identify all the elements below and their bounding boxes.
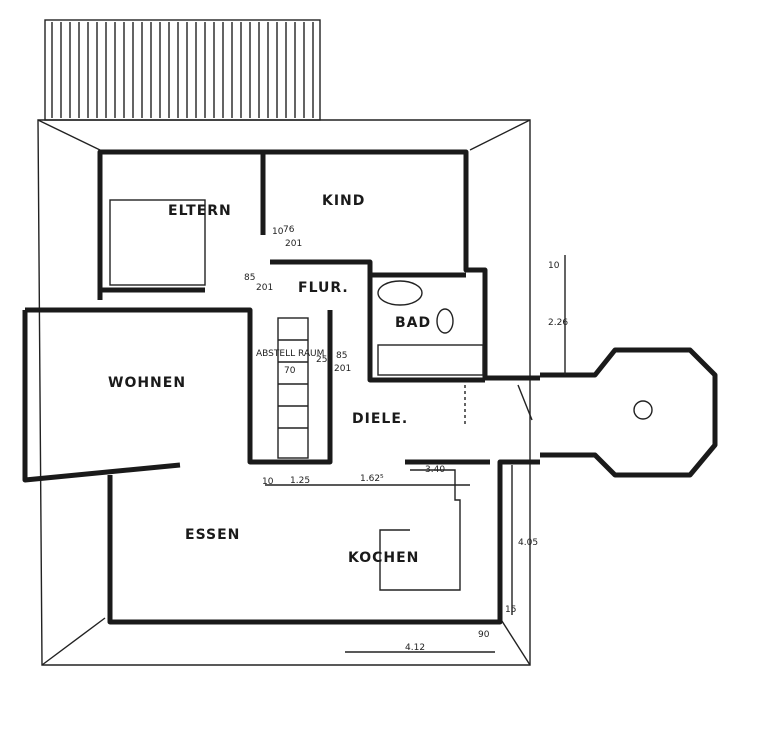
walls bbox=[22, 149, 718, 625]
room-label-eltern: ELTERN bbox=[168, 203, 232, 219]
kitchen-counter bbox=[379, 469, 461, 591]
sink bbox=[377, 280, 423, 306]
bed bbox=[109, 199, 206, 286]
table bbox=[633, 400, 653, 420]
dimension-label: 2.26 bbox=[548, 318, 568, 328]
dimension-label: 201 bbox=[285, 239, 302, 249]
dimension-label: 3.40 bbox=[425, 465, 445, 475]
dimension-label: 25 bbox=[316, 355, 327, 365]
dimension-label: 90 bbox=[478, 630, 490, 640]
roof-edge bbox=[499, 617, 531, 666]
room-label-essen: ESSEN bbox=[185, 527, 240, 543]
dimension-lines bbox=[265, 255, 566, 653]
dimension-label: 85 bbox=[336, 351, 347, 361]
roof-edge bbox=[41, 617, 106, 666]
room-label-abstellraum: ABSTELL RAUM bbox=[256, 349, 324, 359]
dimension-label: 1.62⁵ bbox=[360, 474, 384, 484]
dimension-label: 4.12 bbox=[405, 643, 425, 653]
room-label-bad: BAD bbox=[395, 315, 431, 331]
dimension-label: 70 bbox=[284, 366, 296, 376]
roof-edge bbox=[469, 119, 531, 151]
roof-edge bbox=[37, 119, 101, 151]
dimension-label: 4.05 bbox=[518, 538, 538, 548]
room-label-wohnen: WOHNEN bbox=[108, 375, 186, 391]
dimension-label: 201 bbox=[256, 283, 273, 293]
dimension-label: 201 bbox=[334, 364, 351, 374]
room-label-diele: DIELE. bbox=[352, 411, 408, 427]
room-label-flur: FLUR. bbox=[298, 280, 349, 296]
dimension-label: 85 bbox=[244, 273, 255, 283]
dimension-label: 10 bbox=[548, 261, 560, 271]
dimension-label: 10 bbox=[272, 227, 284, 237]
room-label-kind: KIND bbox=[322, 193, 365, 209]
dimension-label: 10 bbox=[262, 477, 274, 487]
room-label-kochen: KOCHEN bbox=[348, 550, 419, 566]
dimension-label: 1.25 bbox=[290, 476, 310, 486]
dimension-label: 15 bbox=[505, 605, 516, 615]
balcony-hatching bbox=[44, 19, 321, 121]
bathtub bbox=[377, 344, 484, 376]
toilet bbox=[436, 308, 454, 334]
staircase bbox=[277, 317, 309, 459]
dimension-label: 76 bbox=[283, 225, 295, 235]
